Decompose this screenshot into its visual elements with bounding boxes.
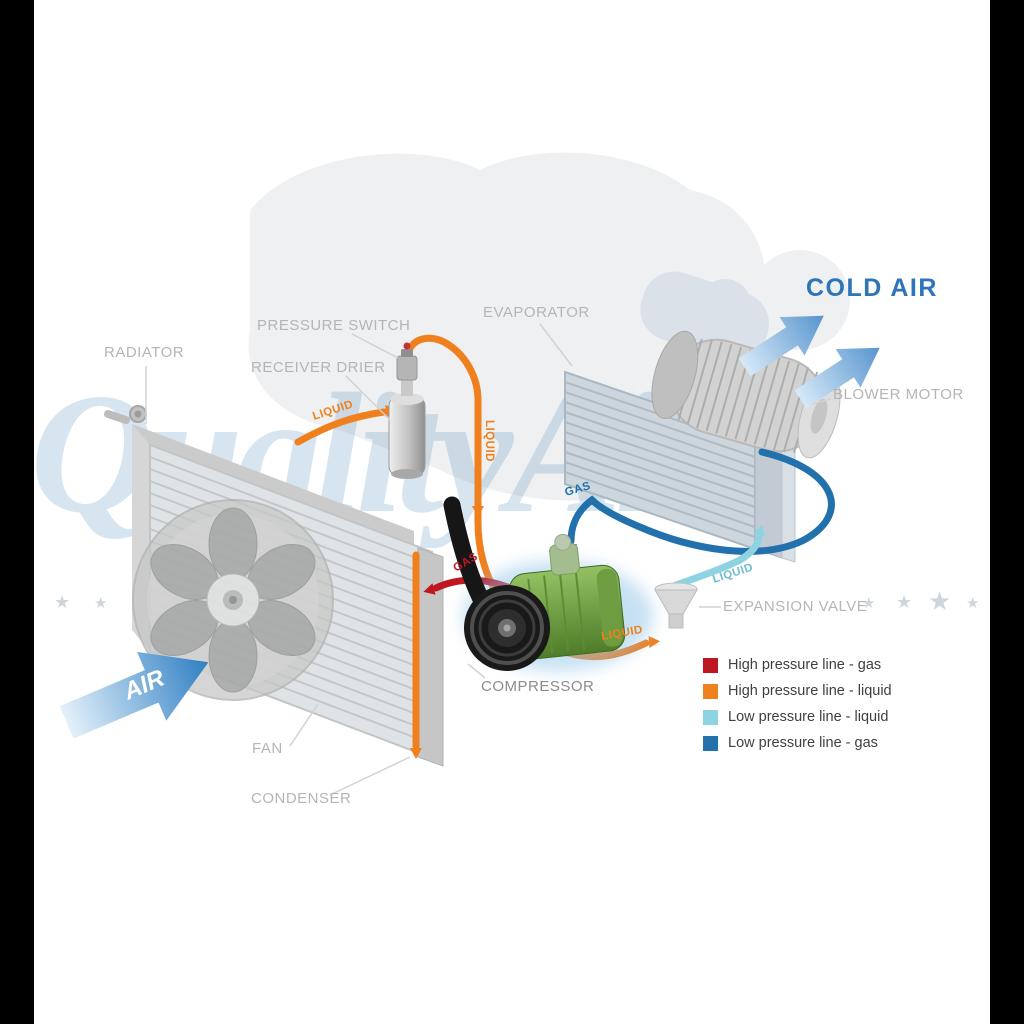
label-fan: FAN <box>252 740 283 757</box>
left-letterbox-bar <box>0 0 34 1024</box>
legend-label: Low pressure line - liquid <box>728 709 889 725</box>
pressure-switch <box>396 342 418 396</box>
air-arrow-icon <box>59 651 209 739</box>
legend: High pressure line - gas High pressure l… <box>703 652 892 756</box>
legend-label: High pressure line - gas <box>728 657 882 673</box>
label-pressure-switch: PRESSURE SWITCH <box>257 317 411 334</box>
label-expansion-valve: EXPANSION VALVE <box>723 598 868 615</box>
legend-label: Low pressure line - gas <box>728 735 878 751</box>
fan <box>132 499 334 701</box>
label-receiver-drier: RECEIVER DRIER <box>251 359 386 376</box>
legend-label: High pressure line - liquid <box>728 683 892 699</box>
label-condenser: CONDENSER <box>251 790 352 807</box>
legend-swatch-high-liquid <box>703 683 718 699</box>
fan-blades <box>150 507 316 693</box>
leader-lines <box>145 323 832 796</box>
label-compressor: COMPRESSOR <box>481 678 595 695</box>
legend-item-high-gas: High pressure line - gas <box>703 652 892 678</box>
pipe-low-pressure-liquid <box>672 534 763 589</box>
cold-air-arrow-icon <box>794 347 880 409</box>
air-arrow: AIR <box>59 651 209 739</box>
receiver-drier <box>388 393 426 479</box>
pipe-arrow-red <box>423 583 436 595</box>
legend-swatch-low-gas <box>703 735 718 751</box>
pipe-low-pressure-gas <box>567 448 835 555</box>
compressor-pulley <box>464 585 550 671</box>
legend-swatch-low-liquid <box>703 709 718 725</box>
right-letterbox-bar <box>990 0 1024 1024</box>
label-evaporator: EVAPORATOR <box>483 304 590 321</box>
legend-swatch-high-gas <box>703 657 718 673</box>
legend-item-low-liquid: Low pressure line - liquid <box>703 704 892 730</box>
cold-air-arrows <box>738 315 880 409</box>
expansion-valve <box>654 582 698 629</box>
pipe-arrow-lightblue <box>753 524 765 537</box>
condenser-tank <box>417 547 444 767</box>
pipe-label-liquid: LIQUID <box>483 420 495 462</box>
legend-item-low-gas: Low pressure line - gas <box>703 730 892 756</box>
cold-air-label: COLD AIR <box>806 274 938 302</box>
label-radiator: RADIATOR <box>104 344 185 361</box>
cold-air-arrow-icon <box>738 315 824 377</box>
compressor <box>443 496 653 671</box>
label-blower-motor: BLOWER MOTOR <box>833 386 964 403</box>
legend-item-high-liquid: High pressure line - liquid <box>703 678 892 704</box>
